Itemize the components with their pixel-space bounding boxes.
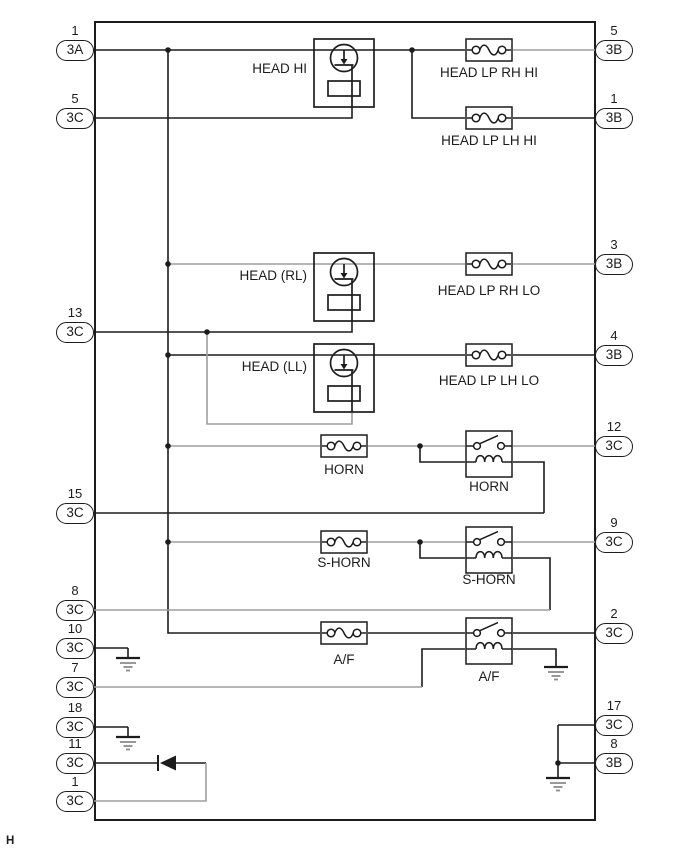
fuse-head-lp-lh-hi-symbol bbox=[465, 106, 513, 130]
fuse-icon bbox=[465, 106, 513, 130]
fuse-head-lp-rh-lo-label: HEAD LP RH LO bbox=[437, 283, 541, 298]
connector-left-3a: 3A bbox=[56, 39, 94, 61]
relay-icon bbox=[465, 430, 513, 478]
pin-number: 3 bbox=[610, 237, 618, 252]
connector-left-3c: 3C bbox=[56, 790, 94, 812]
connector-right-3b: 3B bbox=[595, 253, 633, 275]
connector-left-3c: 3C bbox=[56, 716, 94, 738]
pin-number: 5 bbox=[610, 23, 618, 38]
relay-icon bbox=[465, 526, 513, 574]
pin-number: 1 bbox=[71, 774, 79, 789]
relay-head-ll-symbol bbox=[313, 343, 375, 413]
relay-horn-label: HORN bbox=[469, 479, 509, 494]
pin-number: 2 bbox=[610, 606, 618, 621]
connector-left-3c: 3C bbox=[56, 676, 94, 698]
connector-right-3b: 3B bbox=[595, 344, 633, 366]
connector-right-3c: 3C bbox=[595, 622, 633, 644]
fuse-icon bbox=[320, 621, 368, 645]
fuse-icon bbox=[320, 530, 368, 554]
fuse-icon bbox=[465, 343, 513, 367]
connector-left-3c: 3C bbox=[56, 321, 94, 343]
pin-number: 11 bbox=[68, 736, 82, 751]
pin-number: 5 bbox=[71, 91, 79, 106]
pin-number: 1 bbox=[610, 91, 618, 106]
fuse-head-lp-rh-hi-label: HEAD LP RH HI bbox=[439, 65, 539, 80]
pin-number: 1 bbox=[71, 23, 79, 38]
relay-af-symbol bbox=[465, 617, 513, 665]
relay-head-rl-label: HEAD (RL) bbox=[239, 268, 307, 283]
connector-left-3c: 3C bbox=[56, 599, 94, 621]
wires-primary bbox=[90, 49, 598, 778]
fuse-horn-label: HORN bbox=[324, 462, 364, 477]
ground-icon bbox=[544, 665, 568, 681]
fuse-icon bbox=[465, 38, 513, 62]
connector-left-3c: 3C bbox=[56, 502, 94, 524]
fuse-head-lp-lh-hi-label: HEAD LP LH HI bbox=[441, 133, 537, 148]
relay-icon bbox=[313, 343, 375, 413]
page-index-letter: H bbox=[6, 835, 15, 847]
pin-number: 10 bbox=[67, 621, 83, 636]
connector-right-3b: 3B bbox=[595, 107, 633, 129]
fuse-head-lp-rh-hi-symbol bbox=[465, 38, 513, 62]
pin-number: 13 bbox=[67, 305, 83, 320]
pin-number: 9 bbox=[610, 515, 618, 530]
diode-icon bbox=[157, 755, 176, 771]
pin-number: 17 bbox=[606, 698, 622, 713]
fuse-af-label: A/F bbox=[333, 652, 355, 667]
junction-dots bbox=[165, 47, 561, 766]
fuse-af-symbol bbox=[320, 621, 368, 645]
pin-number: 8 bbox=[610, 736, 618, 751]
fuse-s-horn-label: S-HORN bbox=[317, 555, 371, 570]
connector-right-3c: 3C bbox=[595, 531, 633, 553]
ground-icon bbox=[546, 776, 570, 792]
connector-right-3b: 3B bbox=[595, 752, 633, 774]
relay-head-ll-label: HEAD (LL) bbox=[241, 359, 307, 374]
relay-icon bbox=[313, 252, 375, 322]
pin-number: 8 bbox=[71, 583, 79, 598]
fuse-head-lp-rh-lo-symbol bbox=[465, 252, 513, 276]
pin-number: 4 bbox=[610, 328, 618, 343]
ground-icon bbox=[116, 648, 140, 672]
relay-head-hi-symbol bbox=[313, 38, 375, 108]
wires-secondary bbox=[90, 49, 598, 802]
pin-number: 15 bbox=[67, 486, 83, 501]
relay-s-horn-label: S-HORN bbox=[462, 572, 516, 587]
relay-head-hi-label: HEAD HI bbox=[252, 61, 307, 76]
connector-left-3c: 3C bbox=[56, 637, 94, 659]
fuse-horn-symbol bbox=[320, 434, 368, 458]
connector-right-3b: 3B bbox=[595, 39, 633, 61]
connector-right-3c: 3C bbox=[595, 435, 633, 457]
pin-number: 12 bbox=[606, 419, 622, 434]
relay-af-label: A/F bbox=[478, 669, 500, 684]
connector-left-3c: 3C bbox=[56, 107, 94, 129]
pin-number: 18 bbox=[67, 700, 83, 715]
fuse-s-horn-symbol bbox=[320, 530, 368, 554]
ground-icon bbox=[116, 727, 140, 751]
relay-icon bbox=[313, 38, 375, 108]
fuse-head-lp-lh-lo-label: HEAD LP LH LO bbox=[438, 373, 540, 388]
fuse-icon bbox=[320, 434, 368, 458]
pin-number: 7 bbox=[71, 660, 79, 675]
relay-s-horn-symbol bbox=[465, 526, 513, 574]
connector-left-3c: 3C bbox=[56, 752, 94, 774]
connector-right-3c: 3C bbox=[595, 714, 633, 736]
relay-horn-symbol bbox=[465, 430, 513, 478]
relay-head-rl-symbol bbox=[313, 252, 375, 322]
relay-icon bbox=[465, 617, 513, 665]
fuse-head-lp-lh-lo-symbol bbox=[465, 343, 513, 367]
fuse-icon bbox=[465, 252, 513, 276]
